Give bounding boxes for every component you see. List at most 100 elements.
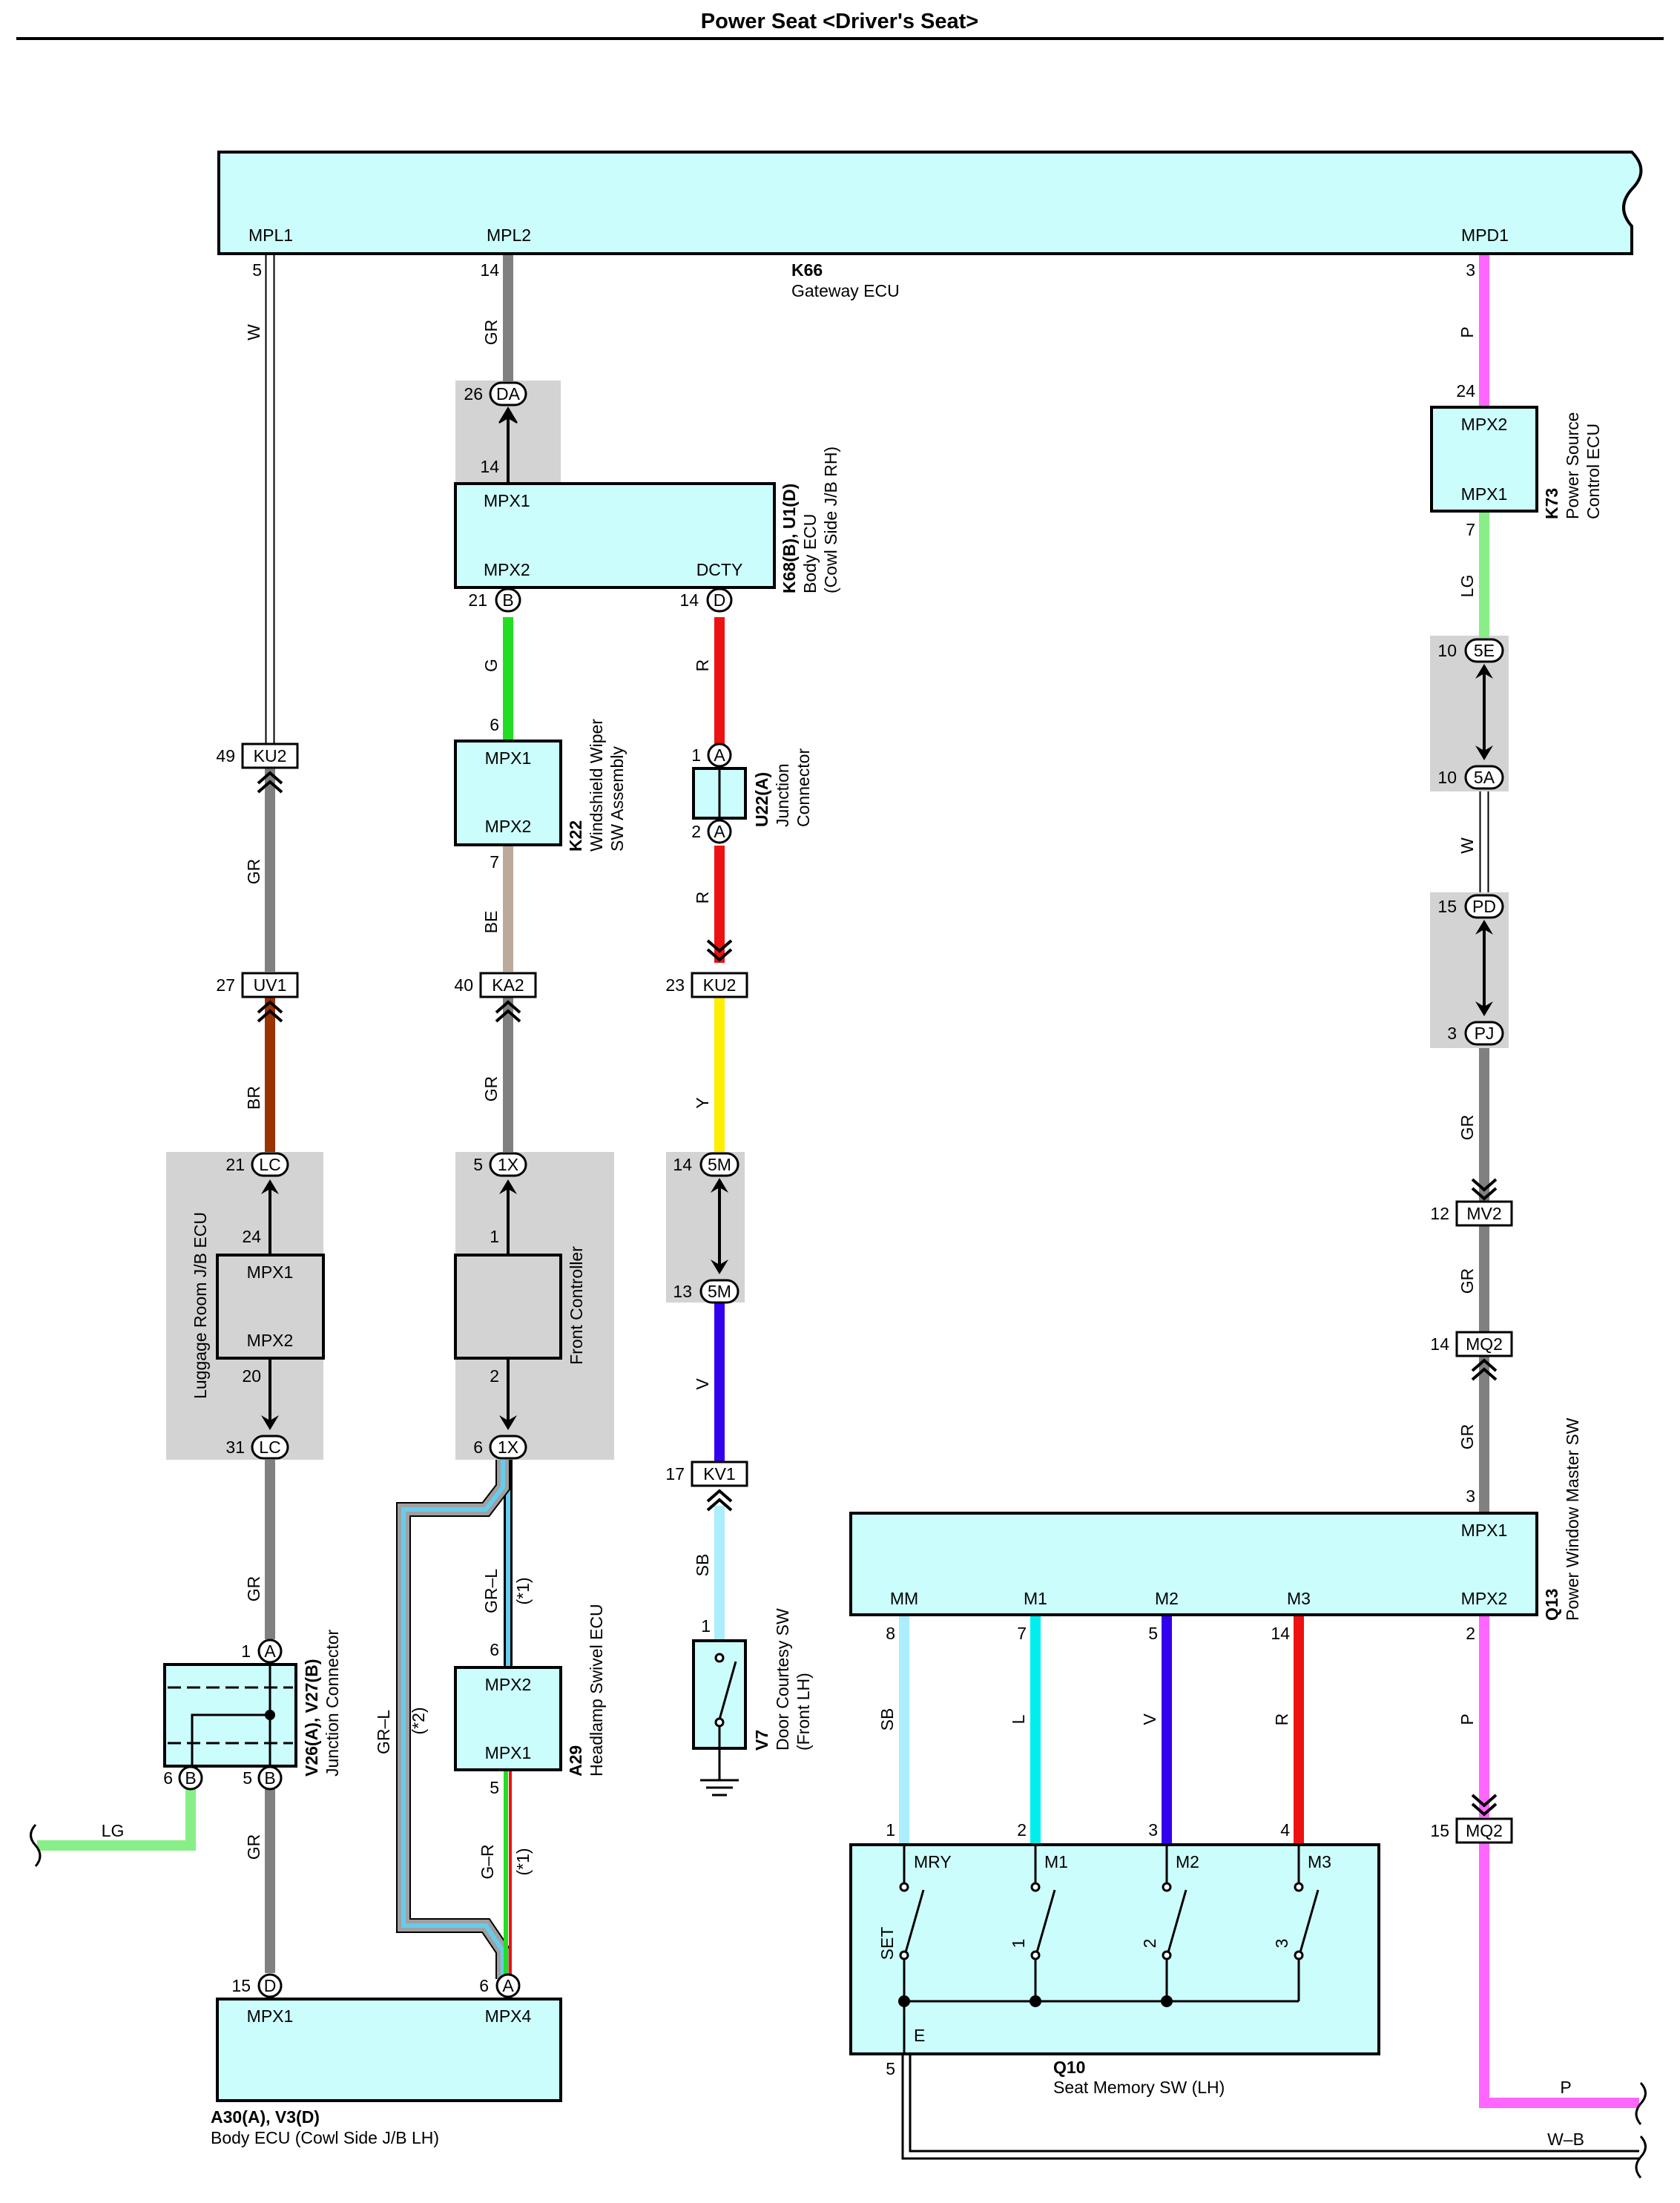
k68-pin-mpx2: MPX2 xyxy=(484,560,530,579)
q13-name: Power Window Master SW xyxy=(1563,1417,1582,1621)
conn-5a-label: 5A xyxy=(1474,768,1495,787)
pin-24-lug: 24 xyxy=(242,1227,261,1246)
pin-14-mpl2: 14 xyxy=(480,260,499,280)
pin-5-1x: 5 xyxy=(473,1155,483,1174)
conn-a-v26-label: A xyxy=(264,1641,276,1661)
q10-junction-3 xyxy=(1161,1995,1173,2007)
q10-name: Seat Memory SW (LH) xyxy=(1053,2078,1225,2097)
q13-pin-mm: MM xyxy=(890,1589,918,1608)
q10-id: Q10 xyxy=(1053,2058,1085,2077)
chevron-ka2 xyxy=(495,1000,521,1023)
pin-15-a30: 15 xyxy=(231,1976,251,1995)
label-gr-7: GR xyxy=(244,1576,263,1602)
label-v-2: V xyxy=(1140,1713,1159,1725)
ground-icon xyxy=(700,1779,739,1797)
label-p-3: P xyxy=(1560,2078,1571,2097)
k73-id: K73 xyxy=(1542,488,1561,519)
label-gr-l-1: GR–L xyxy=(481,1569,501,1613)
conn-lc-a-label: LC xyxy=(259,1155,280,1174)
conn-a-v26 xyxy=(257,1639,283,1664)
v7-contact-top xyxy=(714,1653,725,1663)
pin-7-k73: 7 xyxy=(1466,520,1475,539)
label-r-3: R xyxy=(1272,1713,1291,1726)
label-lg-2: LG xyxy=(102,1821,125,1840)
conn-d-k68-label: D xyxy=(714,590,726,610)
conn-lc-b-label: LC xyxy=(259,1438,280,1457)
q10-switch-set xyxy=(899,1845,925,2001)
pin-49: 49 xyxy=(216,746,235,765)
pin-3-pj: 3 xyxy=(1447,1024,1457,1043)
q13-pin-m1: M1 xyxy=(1024,1589,1047,1608)
pin-27: 27 xyxy=(216,975,235,995)
pin-31: 31 xyxy=(225,1438,245,1457)
pin-26: 26 xyxy=(464,384,483,404)
q13-pin-m2: M2 xyxy=(1155,1589,1179,1608)
q10-pin-e: E xyxy=(914,2026,925,2045)
conn-a-a30-label: A xyxy=(502,1976,514,1995)
label-lg-1: LG xyxy=(1457,575,1477,598)
k73-pin-mpx1: MPX1 xyxy=(1461,484,1508,504)
pin-14-q13: 14 xyxy=(1271,1624,1290,1643)
q13-pin-m3: M3 xyxy=(1287,1589,1311,1608)
v26-id: V26(A), V27(B) xyxy=(302,1659,321,1776)
conn-b-k68-label: B xyxy=(502,590,513,610)
note-1-a: (*1) xyxy=(513,1577,533,1604)
u22-name1: Junction xyxy=(773,763,792,827)
conn-ku2-a-label: KU2 xyxy=(254,746,287,765)
arrow-pd-up xyxy=(1475,920,1493,935)
conn-5e-label: 5E xyxy=(1474,641,1495,660)
conn-1x-a-label: 1X xyxy=(498,1155,518,1174)
conn-lc-b xyxy=(251,1435,289,1460)
pin-6-a30: 6 xyxy=(479,1976,489,1995)
q10-pin-mry: MRY xyxy=(914,1852,952,1871)
k66-id: K66 xyxy=(791,260,823,280)
label-gr-1: GR xyxy=(481,320,501,346)
label-sb-2: SB xyxy=(877,1708,897,1731)
k66-pin-mpd1: MPD1 xyxy=(1461,225,1509,245)
conn-mq2-a-label: MQ2 xyxy=(1466,1334,1503,1354)
arrow-1x-a-head xyxy=(499,1179,517,1194)
conn-a-a30 xyxy=(495,1973,521,1998)
label-g-r: G–R xyxy=(478,1844,497,1879)
luggage-pin-mpx1: MPX1 xyxy=(247,1262,294,1282)
k22-id: K22 xyxy=(566,820,585,852)
q10-sw-1: 1 xyxy=(1009,1939,1028,1949)
a29-box xyxy=(454,1666,562,1771)
pin-10-5a: 10 xyxy=(1437,768,1457,787)
conn-kv1 xyxy=(691,1461,748,1487)
label-sb-1: SB xyxy=(693,1554,712,1577)
k66-pin-mpl2: MPL2 xyxy=(487,225,531,245)
q10-pin-m1: M1 xyxy=(1044,1852,1068,1871)
q10-switch-1 xyxy=(1030,1845,1056,2001)
label-gr-3: GR xyxy=(481,1076,501,1102)
chevron-mq2-a xyxy=(1471,1358,1498,1381)
conn-a-u22-top-label: A xyxy=(714,745,725,765)
chevron-ku2-a xyxy=(257,771,283,794)
conn-1x-b xyxy=(489,1435,527,1460)
q10-junction-1 xyxy=(898,1995,910,2007)
conn-ka2 xyxy=(479,972,537,998)
a30-name: Body ECU (Cowl Side J/B LH) xyxy=(211,2128,439,2147)
pin-1-v26: 1 xyxy=(241,1641,251,1661)
k22-name2: SW Assembly xyxy=(607,746,627,852)
arrow-5m-up xyxy=(711,1178,728,1193)
pin-8-q13: 8 xyxy=(886,1624,895,1643)
conn-a-u22-bottom-label: A xyxy=(714,822,725,841)
k68-pin-mpx1: MPX1 xyxy=(484,491,530,510)
q13-id: Q13 xyxy=(1542,1589,1561,1621)
pin-14-5m: 14 xyxy=(673,1155,692,1174)
k66-pin-mpl1: MPL1 xyxy=(248,225,293,245)
conn-d-a30 xyxy=(257,1973,283,1998)
pin-3-q13: 3 xyxy=(1466,1486,1475,1506)
label-p-2: P xyxy=(1457,1713,1477,1725)
pin-14-mq2: 14 xyxy=(1430,1334,1449,1354)
arrow-5a-down xyxy=(1475,745,1493,760)
pin-15-mq2: 15 xyxy=(1430,1821,1449,1840)
conn-b-v27-right xyxy=(257,1765,283,1791)
conn-a-u22-bottom xyxy=(707,819,732,844)
pin-5-mpl1: 5 xyxy=(252,260,262,280)
k22-pin-mpx2: MPX2 xyxy=(485,817,532,836)
pin-2-q10: 2 xyxy=(1017,1820,1027,1840)
conn-ka2-label: KA2 xyxy=(492,975,524,995)
conn-d-k68 xyxy=(706,587,733,613)
